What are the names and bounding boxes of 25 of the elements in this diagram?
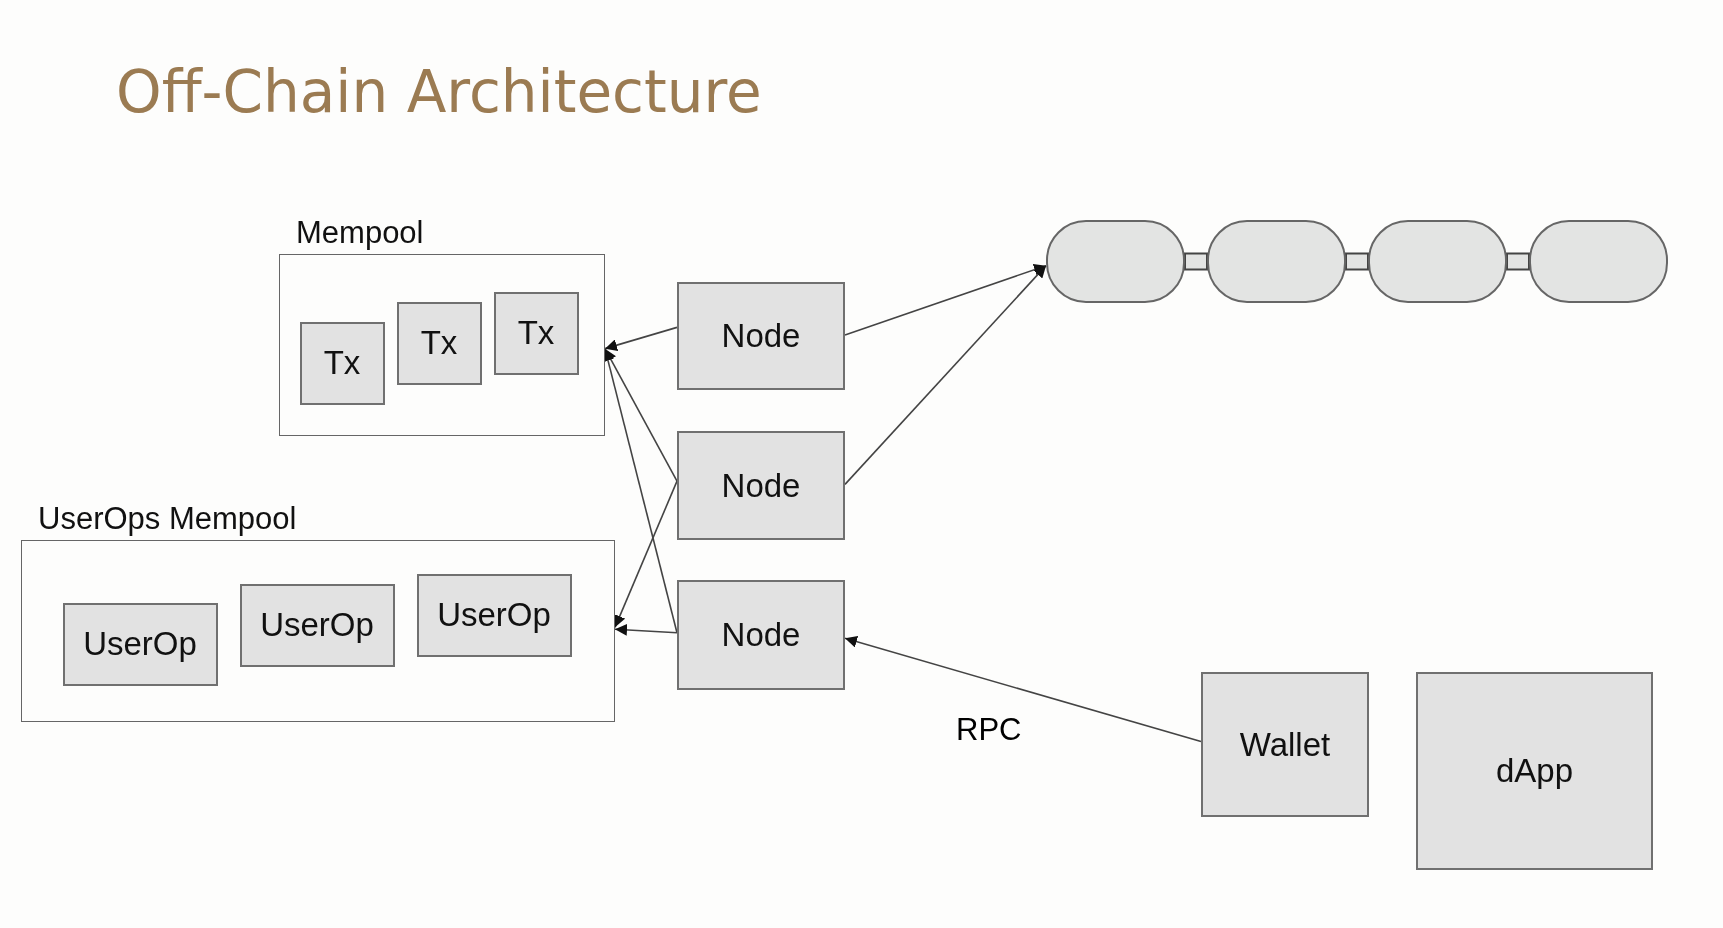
panel-heading: UserOps Mempool bbox=[38, 501, 297, 537]
box-label: Node bbox=[721, 466, 801, 505]
process-box bbox=[239, 583, 395, 667]
process-box bbox=[299, 321, 385, 405]
diagram-title: Off-Chain Architecture bbox=[116, 58, 762, 126]
panel-heading: Mempool bbox=[296, 215, 424, 251]
box-label: UserOp bbox=[260, 606, 374, 644]
box-label: Node bbox=[721, 616, 801, 654]
process-box bbox=[416, 573, 572, 657]
process-box bbox=[396, 301, 482, 385]
box-label: dApp bbox=[1495, 752, 1574, 790]
box-label: Tx bbox=[420, 324, 458, 362]
process-box bbox=[677, 282, 845, 390]
process-box bbox=[677, 431, 845, 540]
process-box bbox=[677, 580, 845, 690]
process-box bbox=[62, 602, 218, 686]
box-label: Node bbox=[721, 317, 801, 355]
box-label: UserOp bbox=[83, 625, 197, 663]
box-label: UserOp bbox=[437, 596, 551, 634]
process-box bbox=[1201, 672, 1369, 817]
box-label: Tx bbox=[517, 314, 555, 352]
process-box bbox=[493, 291, 579, 375]
box-label: Tx bbox=[323, 344, 361, 382]
process-box bbox=[1416, 672, 1653, 870]
box-label: Wallet bbox=[1239, 725, 1331, 764]
